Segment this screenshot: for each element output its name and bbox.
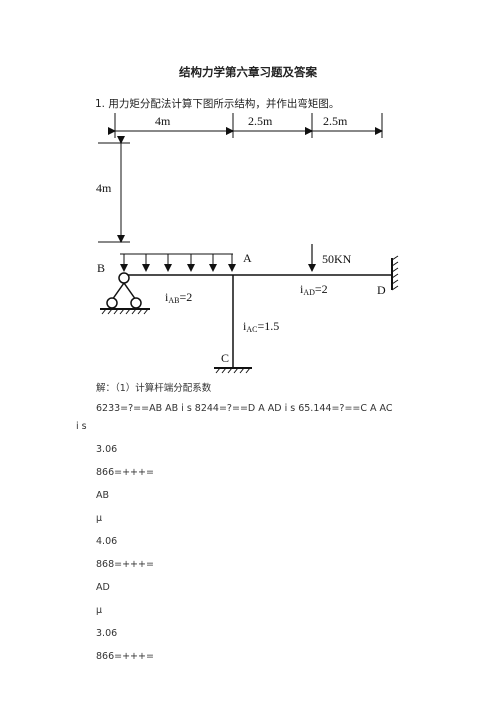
wall-hatch-d [391, 255, 399, 291]
point-load-label: 50KN [322, 252, 352, 266]
answer-line: 4.06 [96, 536, 118, 547]
distributed-load [120, 254, 236, 272]
pin-support-b [100, 272, 150, 310]
structure-diagram: 4m 2.5m 2.5m 4m [96, 113, 399, 374]
node-label-d: D [377, 283, 386, 297]
dim-label-vertical: 4m [96, 181, 112, 195]
dim-label-ab: 4m [155, 114, 171, 128]
answer-line: 868=+++= [96, 559, 154, 570]
answer-line: AD [96, 582, 110, 593]
document-title: 结构力学第六章习题及答案 [179, 65, 317, 79]
ground-hatch-b [101, 308, 149, 315]
answer-line: μ [96, 605, 103, 616]
answer-line: AB [96, 490, 110, 501]
horizontal-dimensions [108, 113, 383, 138]
answer-line-1: 6233=?==AB AB i s 8244=?==D A AD i s 65.… [96, 403, 393, 414]
stiffness-label-ad: iAD=2 [300, 282, 328, 297]
question-text: 1. 用力矩分配法计算下图所示结构，并作出弯矩图。 [95, 98, 340, 110]
answer-line: 3.06 [96, 444, 118, 455]
answer-line: 866=+++= [96, 467, 154, 478]
answer-line: 866=+++= [96, 651, 154, 662]
dim-label-ad2: 2.5m [323, 114, 348, 128]
vertical-dimension [98, 136, 130, 243]
answer-heading: 解：（1）计算杆端分配系数 [96, 383, 212, 394]
answer-line: μ [96, 513, 103, 524]
answer-line-1-wrap: i s [76, 421, 87, 432]
answer-line: 3.06 [96, 628, 118, 639]
node-label-c: C [221, 351, 229, 365]
stiffness-label-ab: iAB=2 [165, 290, 192, 305]
stiffness-label-ac: iAC=1.5 [243, 319, 279, 334]
node-label-b: B [97, 261, 105, 275]
node-label-a: A [243, 251, 252, 265]
dim-label-ad1: 2.5m [248, 114, 273, 128]
ground-hatch-c [215, 367, 251, 374]
